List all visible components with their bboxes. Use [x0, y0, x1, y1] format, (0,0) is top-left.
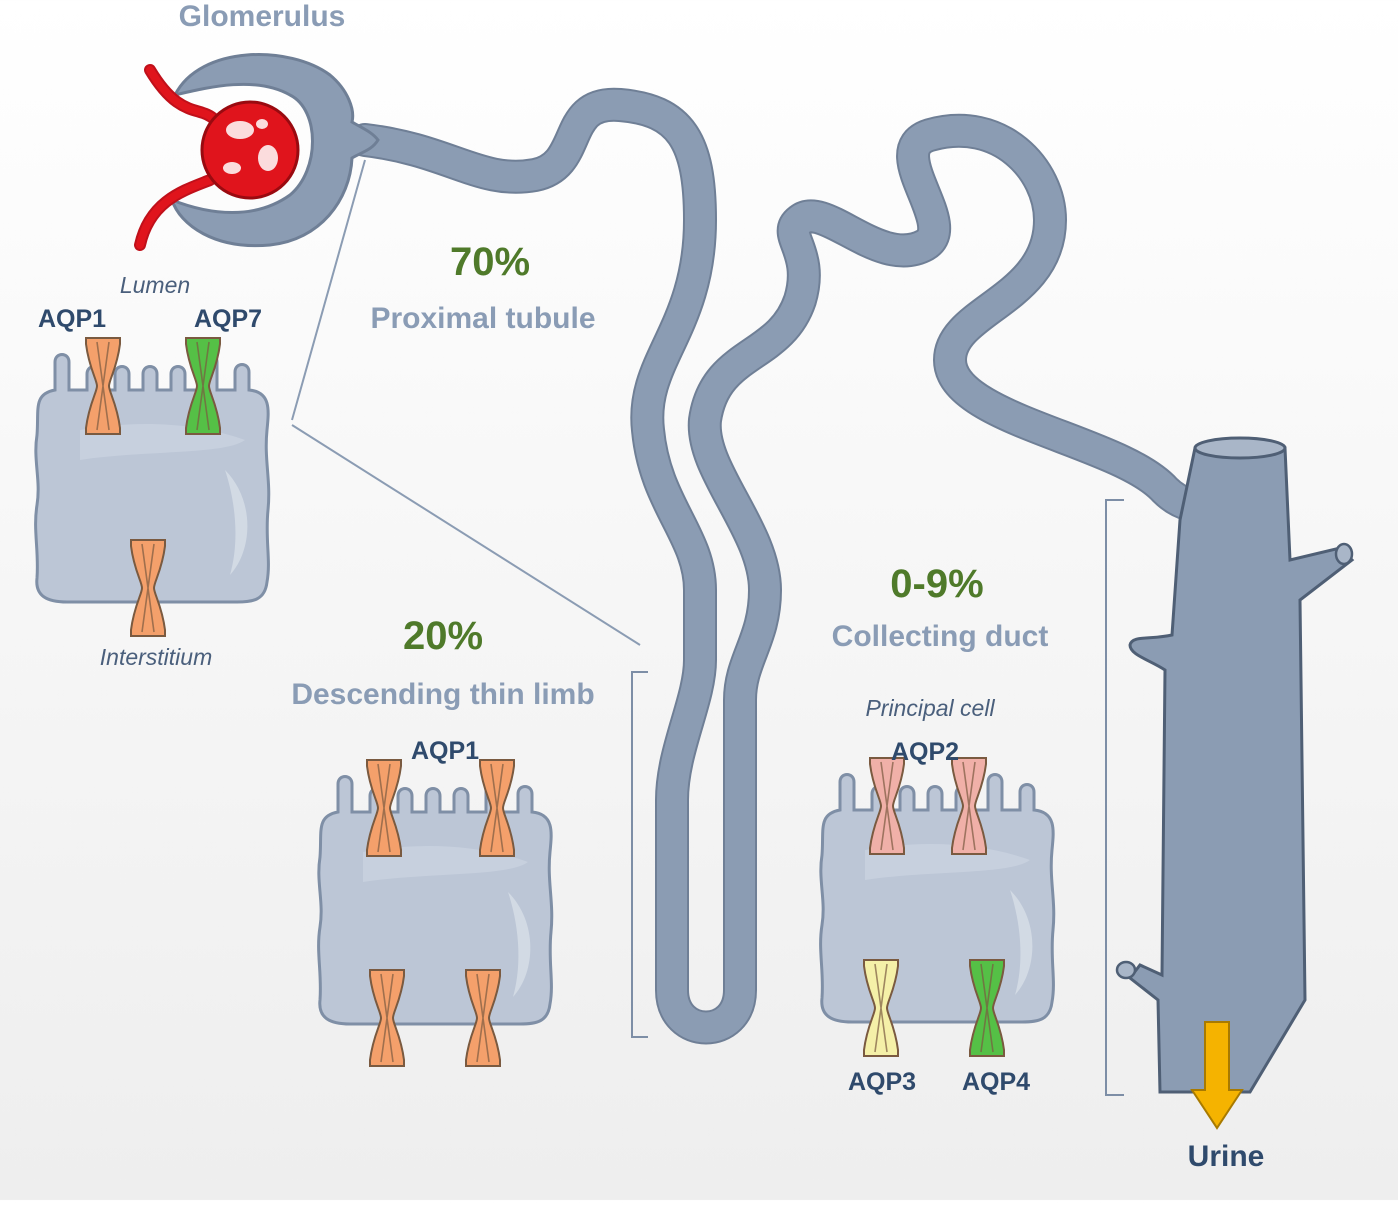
collecting-duct-label: Collecting duct	[831, 620, 1049, 653]
descending-thin-limb-label: Descending thin limb	[291, 678, 595, 711]
aqp3-label: AQP3	[847, 1068, 917, 1096]
aqp2-label: AQP2	[890, 738, 960, 766]
collecting-percent: 0-9%	[890, 562, 984, 606]
descending-percent: 20%	[402, 614, 484, 658]
glomerulus-label: Glomerulus	[178, 0, 346, 33]
aqp1-proximal-label: AQP1	[37, 305, 107, 333]
aqp1-descending-label: AQP1	[410, 737, 480, 765]
descending-cell	[317, 775, 554, 1026]
proximal-tubule-label: Proximal tubule	[370, 302, 596, 335]
urine-label: Urine	[1187, 1140, 1265, 1173]
zoom-line-bottom	[291, 424, 641, 646]
interstitium-label: Interstitium	[99, 644, 213, 670]
aqp4-label: AQP4	[961, 1068, 1031, 1096]
urine-arrow	[1190, 1021, 1244, 1130]
descending-bracket	[631, 671, 648, 1038]
principal-cell-label: Principal cell	[865, 695, 995, 721]
zoom-line-top	[291, 159, 366, 421]
principal-cell	[819, 773, 1056, 1024]
aqp7-label: AQP7	[193, 305, 263, 333]
glomerulus-capillaries	[134, 64, 300, 251]
lumen-label: Lumen	[119, 272, 191, 298]
proximal-percent: 70%	[449, 240, 531, 284]
collecting-duct	[1115, 436, 1355, 1094]
bowman-capsule	[169, 53, 380, 248]
collecting-bracket	[1105, 499, 1124, 1096]
